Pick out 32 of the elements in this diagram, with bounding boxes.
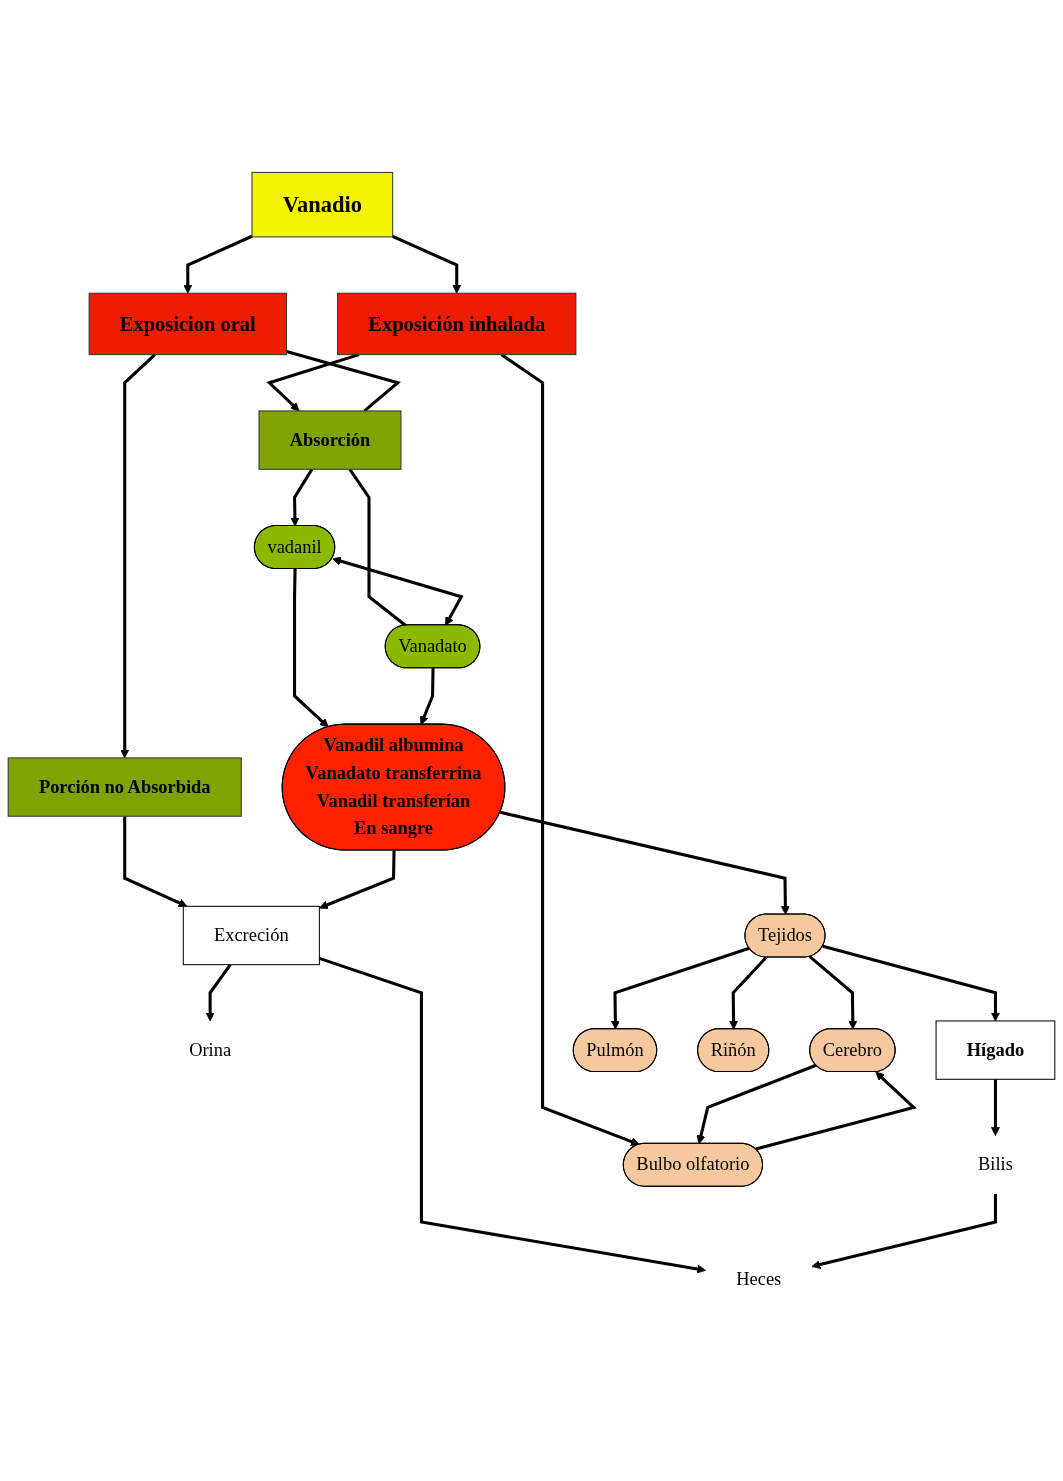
arrow <box>610 946 750 1030</box>
arrow <box>808 955 858 1030</box>
arrow <box>811 1193 997 1269</box>
arrow <box>332 556 464 626</box>
node-text: Orina <box>189 1039 232 1060</box>
arrow <box>822 944 1000 1022</box>
arrow <box>293 569 329 728</box>
connector <box>348 468 407 627</box>
node-box: Excreción <box>182 905 320 966</box>
arrow <box>120 353 156 759</box>
node-box: Vanadio <box>251 171 394 238</box>
arrow <box>755 1071 917 1151</box>
arrow <box>990 1079 1000 1136</box>
node-box: Porción no Absorbida <box>7 757 242 817</box>
arrow <box>205 963 232 1022</box>
arrow <box>123 816 188 908</box>
arrow <box>696 1063 817 1145</box>
arrow <box>266 353 360 412</box>
arrow <box>729 956 768 1030</box>
arrow <box>183 234 253 294</box>
node-box: Exposición inhalada <box>337 292 577 356</box>
node-box: Absorción <box>258 410 402 470</box>
node-text: Bilis <box>978 1154 1013 1175</box>
node-box: Hígado <box>935 1020 1056 1080</box>
arrow <box>500 353 640 1146</box>
arrow <box>318 850 396 910</box>
arrow <box>499 810 790 915</box>
node-text: Heces <box>736 1268 782 1290</box>
node-box: Exposicion oral <box>88 292 287 356</box>
arrow <box>290 468 314 527</box>
arrow <box>392 234 462 294</box>
arrow <box>419 668 435 726</box>
